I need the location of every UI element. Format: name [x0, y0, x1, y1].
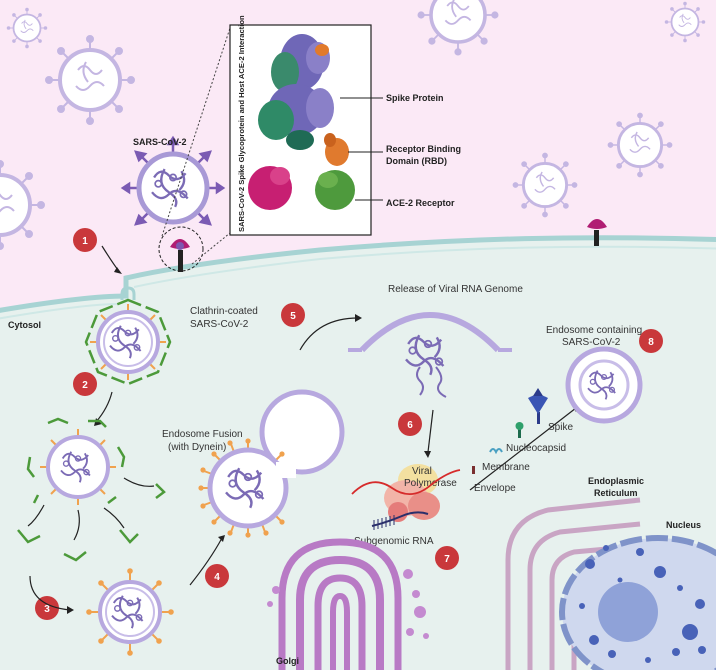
background-virus-7 [0, 159, 46, 251]
zoom-line-upper [161, 27, 231, 237]
virus-label: SARS-CoV-2 [133, 137, 187, 147]
svg-text:8: 8 [648, 337, 654, 348]
subgenomic-rna-strand [373, 515, 395, 530]
endosome-fusion [198, 389, 345, 538]
rbd-label-line2: Domain (RBD) [386, 156, 447, 166]
golgi-vesicles [267, 569, 429, 639]
er-label-line2: Reticulum [594, 488, 638, 498]
svg-text:2: 2 [82, 380, 88, 391]
release-label: Release of Viral RNA Genome [388, 284, 523, 295]
clathrin-label-line2: SARS-CoV-2 [190, 319, 249, 330]
step-badge-6: 6 [398, 412, 422, 436]
ace2-receptor-label: ACE-2 Receptor [386, 198, 455, 208]
svg-text:3: 3 [44, 604, 50, 615]
step-badge-8: 8 [639, 329, 663, 353]
ace2-receptor-left [170, 239, 190, 272]
endosome-containing-label-line1: Endosome containing [546, 325, 642, 336]
arrow-step3 [29, 575, 71, 611]
nucleocapsid-label: Nucleocapsid [506, 443, 566, 454]
ace2-structure [315, 170, 355, 210]
background-virus-3 [6, 7, 48, 49]
uncoated-virus [86, 568, 174, 656]
arrow-fragment-1 [27, 504, 45, 527]
nucleus [559, 535, 716, 670]
arrow-fragment-4 [123, 477, 155, 487]
clathrin-label-line1: Clathrin-coated [190, 306, 258, 317]
svg-text:6: 6 [407, 420, 413, 431]
rna-strand-dark [371, 511, 429, 527]
spike-protein-label: Spike Protein [386, 93, 444, 103]
envelope-label: Envelope [474, 483, 516, 494]
step-badge-4: 4 [205, 564, 229, 588]
polymerase-label-line2: Polymerase [404, 478, 457, 489]
spike-label: Spike [548, 422, 573, 433]
spike-protein-structure [258, 34, 334, 150]
arrow-step5 [299, 317, 359, 351]
step-badge-2: 2 [73, 372, 97, 396]
binding-zoom-circle [158, 226, 204, 272]
golgi-apparatus [278, 538, 402, 670]
spike-protein-icon [528, 388, 548, 424]
step-badge-3: 3 [35, 596, 59, 620]
subgenomic-label: Subgenomic RNA [354, 536, 434, 547]
endosome-fusion-label-line2: (with Dynein) [168, 442, 226, 453]
arrow-fragment-2 [73, 509, 80, 541]
background-virus-4 [664, 1, 706, 43]
step-badge-1: 1 [73, 228, 97, 252]
cell-membrane [0, 235, 716, 670]
endosome-fusion-label-line1: Endosome Fusion [162, 429, 243, 440]
endosome-containing-label-line2: SARS-CoV-2 [562, 337, 621, 348]
host-protein-structure [248, 166, 292, 210]
svg-text:7: 7 [444, 554, 450, 565]
svg-text:4: 4 [214, 572, 220, 583]
sars-cov-2-virus [120, 135, 226, 226]
rbd-structure [324, 133, 349, 166]
background-virus-1 [44, 34, 136, 126]
release-vesicle [348, 312, 512, 353]
uncoating-virus [26, 417, 126, 505]
background-virus-6 [511, 151, 579, 219]
inset-vertical-title: SARS-CoV-2 Spike Glycoprotein and Host A… [237, 15, 246, 232]
rna-strand-red [351, 469, 461, 495]
nucleus-label: Nucleus [666, 520, 701, 530]
zoom-line-lower [191, 232, 231, 265]
spike-ace2-inset: SARS-CoV-2 Spike Glycoprotein and Host A… [229, 15, 383, 236]
nucleocapsid-protein [515, 422, 524, 438]
ace2-receptor-right [587, 219, 607, 246]
rbd-label-line1: Receptor Binding [386, 144, 461, 154]
arrow-step2 [95, 391, 113, 423]
arrow-step1 [101, 245, 119, 271]
background-virus-2 [416, 0, 500, 57]
polymerase-label-line1: Viral [412, 466, 432, 477]
arrow-fragment-3 [103, 507, 125, 529]
membrane-protein [489, 448, 503, 455]
membrane-label: Membrane [482, 462, 530, 473]
background-virus-5 [606, 111, 674, 179]
cytosol-label: Cytosol [8, 320, 41, 330]
endosome-containing-virus [565, 346, 643, 424]
envelope-protein [472, 466, 475, 474]
golgi-label: Golgi [276, 656, 299, 666]
svg-text:5: 5 [290, 311, 296, 322]
step-badge-5: 5 [281, 303, 305, 327]
clathrin-fragments [17, 483, 166, 562]
step-badge-7: 7 [435, 546, 459, 570]
svg-text:1: 1 [82, 236, 88, 247]
arrow-step6 [427, 409, 434, 453]
clathrin-coated-virus [84, 298, 172, 386]
er-label-line1: Endoplasmic [588, 476, 644, 486]
viral-rna-genome [404, 333, 447, 398]
arrow-step4 [189, 537, 223, 586]
arrow-to-endosome [469, 407, 577, 491]
